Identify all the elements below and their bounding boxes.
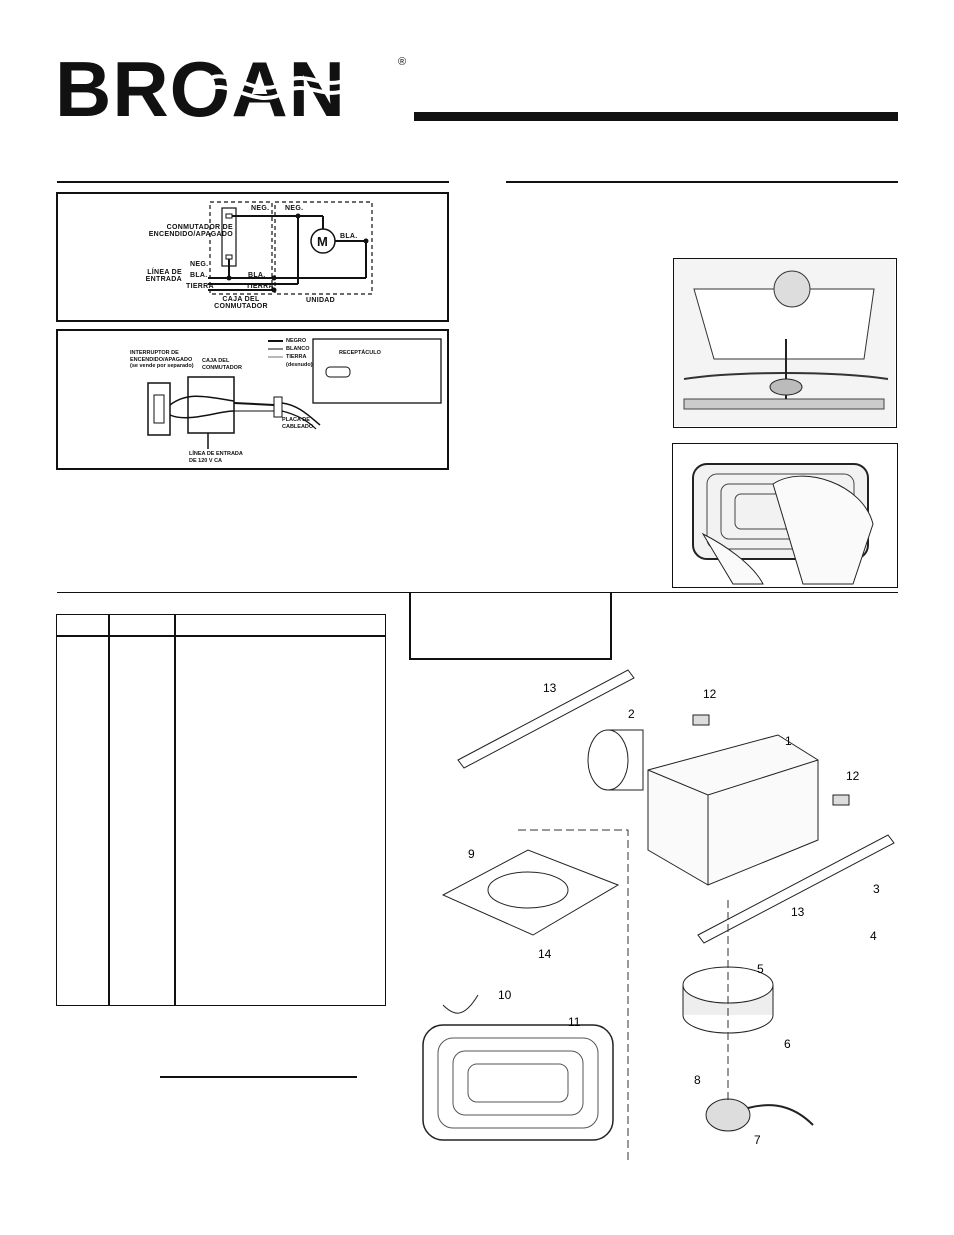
- callout-13-top: 13: [543, 681, 557, 695]
- switch-box-line1: CAJA DEL: [202, 358, 230, 364]
- tierra-label-in: TIERRA: [186, 283, 214, 290]
- callout-7: 7: [754, 1133, 761, 1147]
- parts-table-header-rule: [57, 635, 385, 637]
- section-rule-left: [57, 181, 449, 183]
- legend-ground-note: (desnudo): [286, 362, 313, 368]
- callout-4: 4: [870, 929, 877, 943]
- switch-line3: (se vende por separado): [130, 363, 194, 369]
- section-rule-bottom: [57, 592, 898, 593]
- switch-box-line1: CAJA DEL: [222, 296, 260, 303]
- callout-13-bottom: 13: [791, 905, 805, 919]
- callout-14: 14: [538, 947, 552, 961]
- neg-label-switch: NEG.: [251, 205, 270, 212]
- callout-3: 3: [873, 882, 880, 896]
- install-photo-grille-springs: [673, 258, 897, 428]
- callout-6: 6: [784, 1037, 791, 1051]
- header-bar: [414, 112, 898, 121]
- grille-springs-illustration: [674, 259, 895, 426]
- switch-box-line2: CONMUTADOR: [202, 364, 242, 371]
- motor-symbol: M: [317, 234, 328, 249]
- switch-line2: ENCENDIDO/APAGADO: [130, 356, 193, 363]
- callout-10: 10: [498, 988, 512, 1002]
- parts-table: [56, 614, 386, 1006]
- neg-label-unit: NEG.: [285, 205, 304, 212]
- parts-table-col-divider-2: [174, 615, 176, 1005]
- connection-illustration: [147, 338, 442, 449]
- legend-black: NEGRO: [286, 338, 307, 344]
- receptacle-label: RECEPTÁCULO: [339, 350, 381, 356]
- install-photo-grille-push: [672, 443, 898, 588]
- callout-5: 5: [757, 962, 764, 976]
- switch-box-line2: CONMUTADOR: [214, 303, 268, 310]
- tierra-label-unit: TIERRA: [246, 283, 274, 290]
- bla-label-motor: BLA.: [340, 233, 358, 240]
- exploded-parts-view: 13 2 12 1 12 9 3 13 4 14 5 10 6 11 8 7: [418, 660, 898, 1170]
- plate-line2: CABLEADO: [282, 423, 314, 430]
- neg-label-in: NEG.: [190, 261, 209, 268]
- callout-12-top: 12: [703, 687, 717, 701]
- callout-9: 9: [468, 847, 475, 861]
- section-rule-right: [506, 181, 898, 183]
- plate-line1: PLACA DE: [282, 417, 310, 423]
- switch-label-line1: CONMUTADOR DE: [166, 224, 233, 231]
- exploded-view-drawing: 13 2 12 1 12 9 3 13 4 14 5 10 6 11 8 7: [422, 669, 895, 1160]
- wire-legend: NEGRO BLANCO TIERRA (desnudo): [286, 337, 313, 369]
- callout-1: 1: [785, 734, 792, 748]
- line-in-line1: LÍNEA DE: [147, 269, 182, 276]
- note-box: [409, 592, 612, 660]
- legend-white: BLANCO: [286, 346, 310, 352]
- switch-label-line2: ENCENDIDO/APAGADO: [148, 231, 233, 238]
- grille-push-illustration: [673, 444, 896, 586]
- signature-line: [160, 1076, 357, 1078]
- unit-label: UNIDAD: [306, 297, 336, 304]
- legend-ground: TIERRA: [286, 354, 307, 360]
- callout-12-right: 12: [846, 769, 860, 783]
- callout-2: 2: [628, 707, 635, 721]
- parts-table-col-divider-1: [108, 615, 110, 1005]
- wiring-schematic: [208, 201, 373, 295]
- bla-label-unit: BLA.: [248, 272, 266, 279]
- line-in-line2: DE 120 V CA: [189, 457, 223, 464]
- registered-mark: ®: [398, 56, 407, 68]
- switch-line1: INTERRUPTOR DE: [130, 350, 179, 356]
- line-in-line1: LÍNEA DE ENTRADA: [189, 451, 243, 457]
- line-in-line2: ENTRADA: [145, 276, 182, 283]
- callout-11: 11: [568, 1015, 581, 1029]
- callout-8: 8: [694, 1073, 701, 1087]
- broan-logo: BROAN: [55, 45, 415, 133]
- broan-logo-graphic: BROAN: [55, 45, 346, 133]
- bla-label-in: BLA.: [190, 272, 208, 279]
